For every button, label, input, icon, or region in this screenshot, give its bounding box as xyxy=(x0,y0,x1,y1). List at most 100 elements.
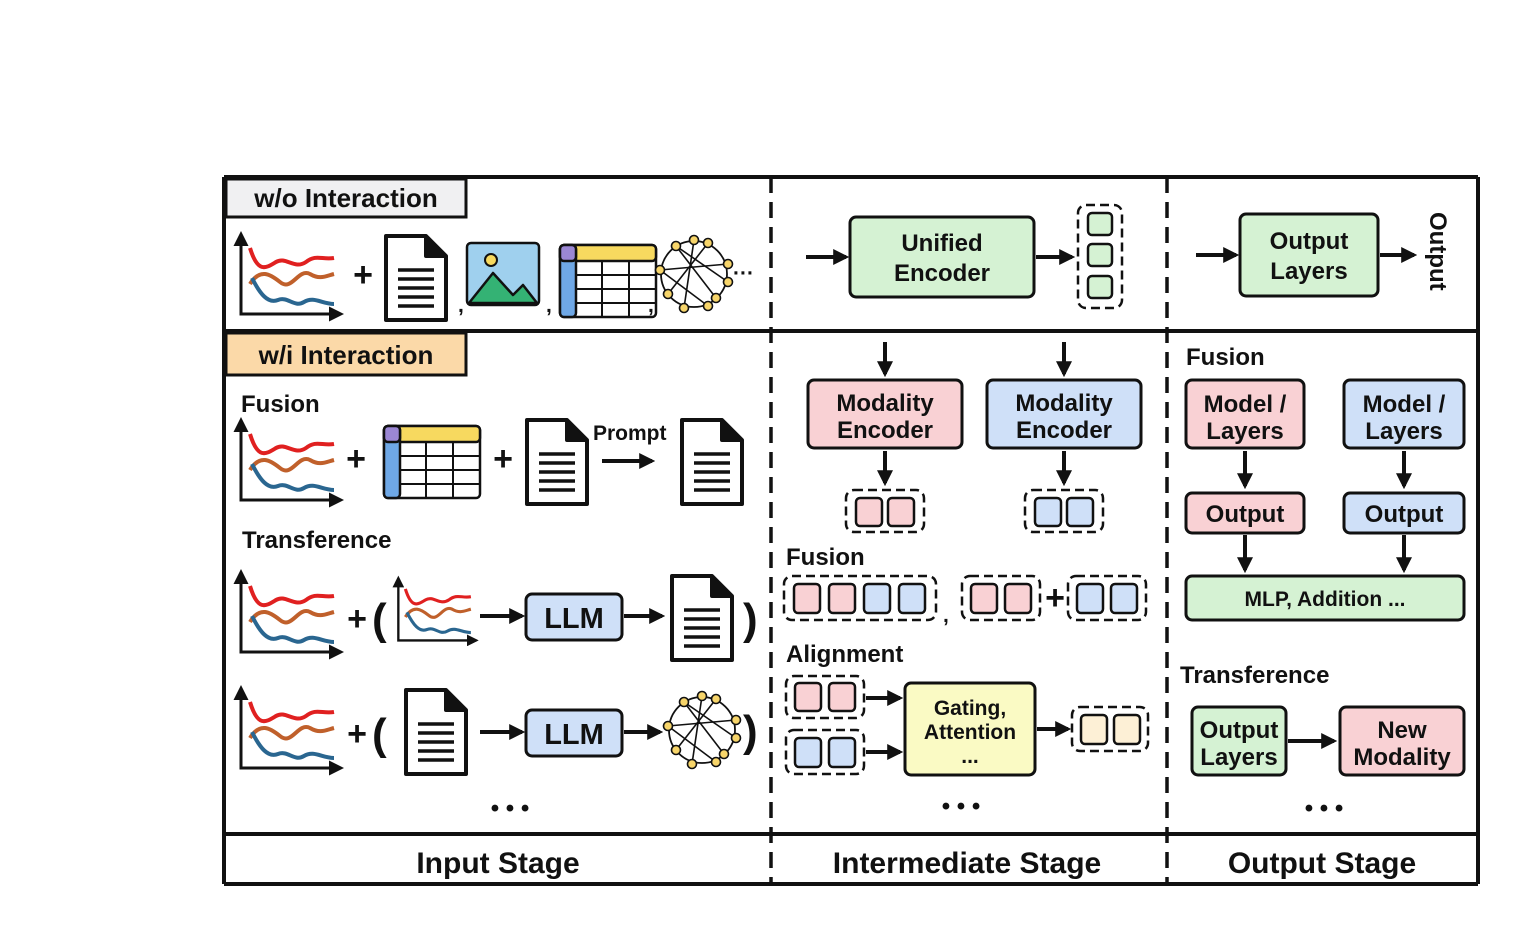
more-dots: • • • xyxy=(1305,795,1344,822)
output-layers-box-2: Output Layers xyxy=(1190,705,1288,777)
plus-sign: + xyxy=(353,256,373,294)
document-icon xyxy=(670,574,734,662)
intermediate-fusion-section: Fusion , + xyxy=(782,544,1148,627)
new-modality-label: Modality xyxy=(1353,744,1451,771)
output-vertical-label: Output xyxy=(1424,212,1451,291)
document-icon xyxy=(384,234,448,322)
output-transference-title: Transference xyxy=(1180,662,1329,689)
open-paren: ( xyxy=(372,710,387,759)
comma: , xyxy=(648,294,654,317)
document-icon xyxy=(680,418,744,506)
output-label: Output xyxy=(1206,501,1285,528)
intermediate-alignment-title: Alignment xyxy=(786,641,903,668)
table-icon xyxy=(558,243,658,319)
plus-sign: + xyxy=(347,715,367,753)
frame xyxy=(222,175,1480,886)
tag-without-interaction-label: w/o Interaction xyxy=(253,183,437,213)
plus-sign: + xyxy=(1045,579,1065,617)
close-paren: ) xyxy=(743,707,758,756)
gating-attention-box: Gating, Attention ... xyxy=(903,681,1037,777)
intermediate-fusion-title: Fusion xyxy=(786,544,865,571)
embedding-pair-red xyxy=(960,574,1042,622)
output-layers-box: Output Layers xyxy=(1238,212,1380,298)
output-fusion-title: Fusion xyxy=(1186,344,1265,371)
open-paren: ( xyxy=(372,595,387,644)
time-series-icon xyxy=(241,688,341,768)
output-stage-label: Output Stage xyxy=(1228,847,1416,880)
close-paren: ) xyxy=(743,595,758,644)
llm-box: LLM xyxy=(524,708,624,758)
table-icon xyxy=(382,424,482,500)
time-series-icon xyxy=(241,572,341,652)
embedding-pair-cream xyxy=(1070,705,1150,753)
llm-box: LLM xyxy=(524,592,624,642)
model-layers-label: Layers xyxy=(1206,418,1283,445)
embedding-pair-blue xyxy=(1066,574,1148,622)
gating-label: ... xyxy=(961,745,979,768)
model-layers-label: Model / xyxy=(1363,391,1446,418)
document-icon xyxy=(404,688,468,776)
intermediate-encoders-section: Modality Encoder Modality Encoder xyxy=(806,342,1143,534)
more-dots: • • • xyxy=(491,795,530,822)
input-fusion-section: Fusion + + Prompt xyxy=(241,391,744,506)
image-icon xyxy=(465,241,541,307)
time-series-icon xyxy=(398,578,476,640)
intermediate-stage-label: Intermediate Stage xyxy=(833,847,1101,880)
modality-encoder-label: Modality xyxy=(1015,390,1113,417)
output-blue-box: Output xyxy=(1342,491,1466,535)
embedding-concat xyxy=(782,574,938,622)
graph-icon xyxy=(654,234,734,314)
modality-encoder-label: Encoder xyxy=(1016,417,1112,444)
time-series-icon xyxy=(241,420,341,500)
plus-sign: + xyxy=(347,600,367,638)
model-layers-blue-box: Model / Layers xyxy=(1342,378,1466,450)
more-dots: • • • xyxy=(942,793,981,820)
comma: , xyxy=(943,604,949,627)
plus-sign: + xyxy=(493,440,513,478)
model-layers-label: Layers xyxy=(1365,418,1442,445)
embedding-pair-blue xyxy=(784,728,866,776)
tag-without-interaction: w/o Interaction xyxy=(224,177,468,219)
new-modality-label: New xyxy=(1377,717,1427,744)
gating-label: Gating, xyxy=(934,697,1006,720)
tag-with-interaction-label: w/i Interaction xyxy=(258,340,434,370)
embedding-pair-red xyxy=(784,674,866,720)
gating-label: Attention xyxy=(924,721,1016,744)
unified-encoder-label: Unified xyxy=(901,230,982,257)
output-red-box: Output xyxy=(1184,491,1306,535)
embedding-pair-blue xyxy=(1023,488,1105,534)
input-stage-label: Input Stage xyxy=(416,847,579,880)
llm-label: LLM xyxy=(544,719,604,751)
prompt-label: Prompt xyxy=(593,422,667,445)
stage-labels: Input Stage Intermediate Stage Output St… xyxy=(416,847,1416,880)
unified-encoder-box: Unified Encoder xyxy=(848,215,1036,299)
output-transference-section: Transference Output Layers New Modality … xyxy=(1180,662,1466,822)
top-intermediate-row: Unified Encoder xyxy=(806,203,1124,310)
top-input-row: + , , , ··· xyxy=(241,234,754,322)
comma: , xyxy=(458,294,464,317)
output-fusion-section: Fusion Model / Layers Model / Layers Out… xyxy=(1184,344,1466,622)
input-transference-section: Transference + ( LLM ) + ( LLM ) • • • xyxy=(241,527,758,822)
output-layers-label: Output xyxy=(1200,717,1279,744)
embedding-stack-green xyxy=(1076,203,1124,310)
comma: , xyxy=(546,294,552,317)
output-layers-label: Output xyxy=(1270,228,1349,255)
embedding-pair-red xyxy=(844,488,926,534)
output-layers-label: Layers xyxy=(1200,744,1277,771)
modality-encoder-label: Encoder xyxy=(837,417,933,444)
output-layers-label: Layers xyxy=(1270,258,1347,285)
top-output-row: Output Layers Output xyxy=(1196,212,1451,298)
modality-encoder-label: Modality xyxy=(836,390,934,417)
document-icon xyxy=(525,418,589,506)
graph-icon xyxy=(662,690,742,770)
modality-encoder-red-box: Modality Encoder xyxy=(806,378,964,450)
mlp-addition-label: MLP, Addition ... xyxy=(1245,588,1406,611)
output-label: Output xyxy=(1365,501,1444,528)
new-modality-box: New Modality xyxy=(1338,705,1466,777)
input-fusion-title: Fusion xyxy=(241,391,320,418)
unified-encoder-label: Encoder xyxy=(894,260,990,287)
llm-label: LLM xyxy=(544,603,604,635)
mlp-addition-box: MLP, Addition ... xyxy=(1184,574,1466,622)
model-layers-red-box: Model / Layers xyxy=(1184,378,1306,450)
